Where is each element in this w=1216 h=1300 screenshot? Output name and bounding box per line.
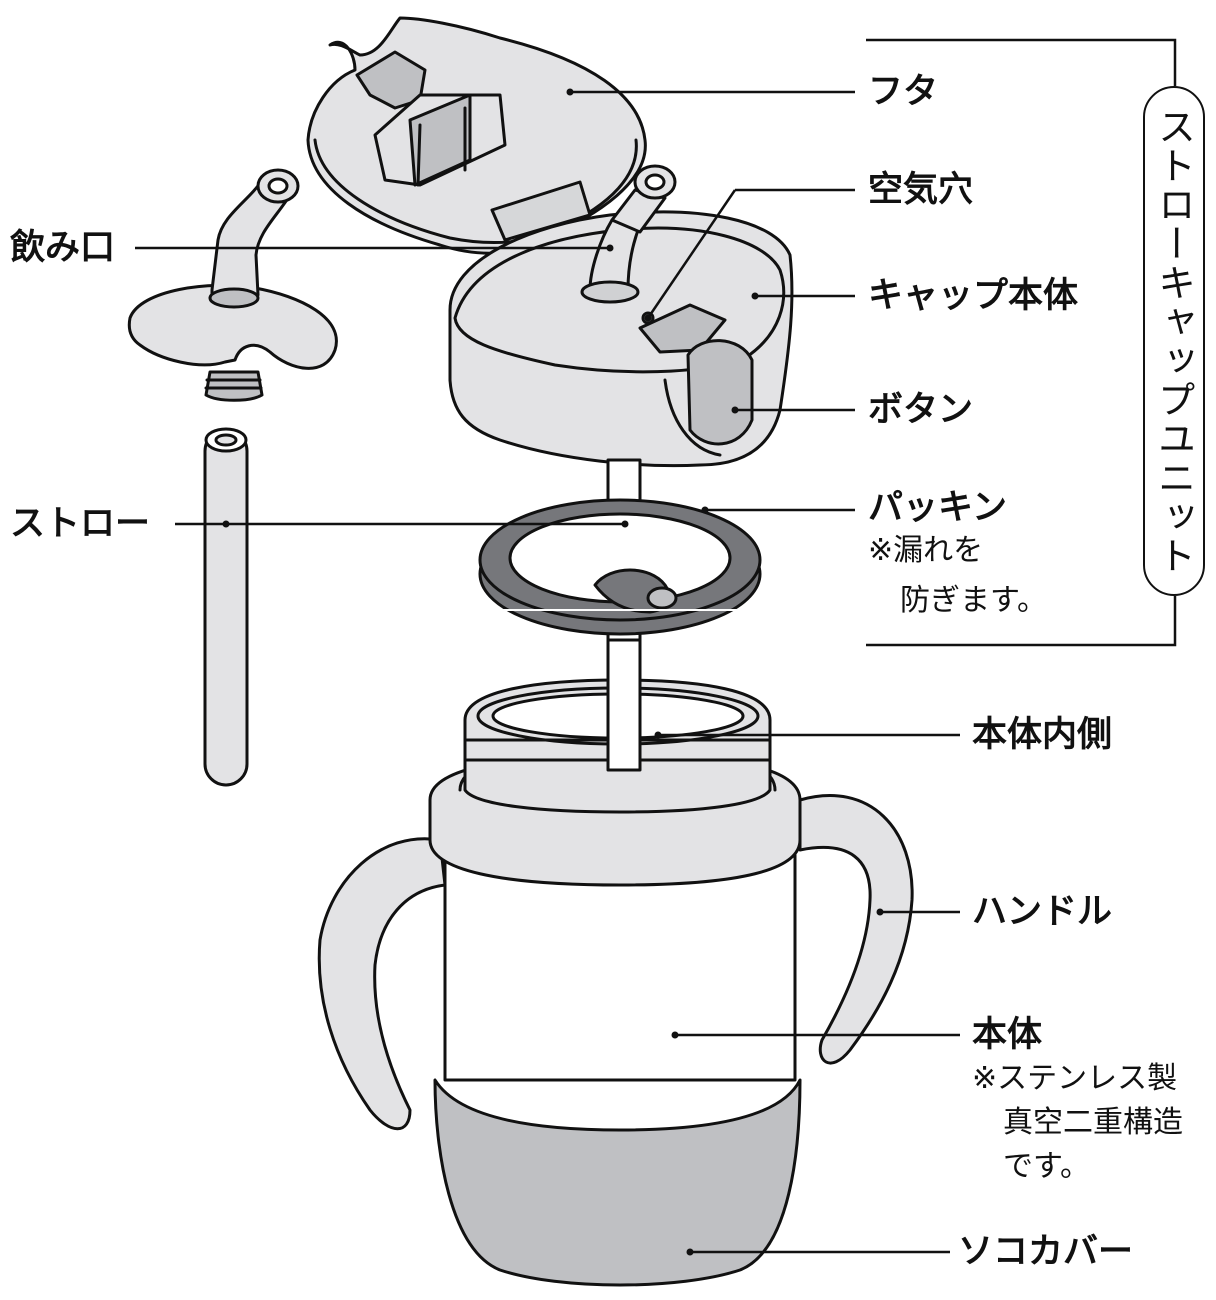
gasket-note-1: ※漏れを	[868, 533, 984, 568]
gasket-note-2: 防ぎます。	[900, 583, 1047, 618]
label-button: ボタン	[868, 390, 974, 430]
label-body-inside: 本体内側	[972, 715, 1113, 755]
straw-cap-unit-label: ストローキャップユニット	[1151, 107, 1196, 575]
label-cap-body: キャップ本体	[868, 276, 1079, 316]
handle-part	[317, 794, 914, 1131]
leader-lines	[135, 38, 1177, 1254]
label-gasket: パッキン	[868, 488, 1007, 528]
body-note-1: ※ステンレス製	[972, 1061, 1178, 1096]
label-body: 本体	[972, 1015, 1043, 1055]
label-spout: 飲み口	[10, 228, 116, 268]
label-straw: ストロー	[10, 504, 151, 544]
gasket-part	[478, 498, 762, 636]
label-bottom-cover: ソコカバー	[958, 1232, 1134, 1272]
spout-part	[127, 168, 338, 402]
body-part	[428, 638, 802, 1287]
cap-part	[448, 164, 794, 468]
body-note-3: です。	[1003, 1149, 1090, 1184]
straw-cap-unit-bracket: ストローキャップユニット	[1143, 86, 1205, 596]
body-note-2: 真空二重構造	[1003, 1105, 1183, 1140]
label-air-hole: 空気穴	[868, 170, 974, 210]
straw-part	[203, 427, 249, 787]
label-handle: ハンドル	[972, 892, 1113, 932]
label-lid: フタ	[868, 72, 939, 112]
lid-part	[306, 16, 647, 255]
